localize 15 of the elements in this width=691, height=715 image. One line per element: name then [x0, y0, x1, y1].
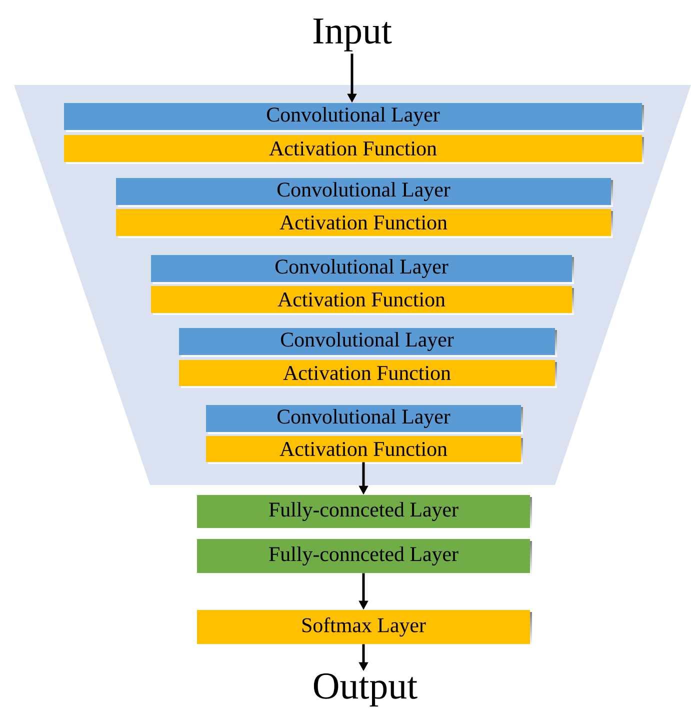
layer-bar: Fully-connceted Layer [197, 539, 532, 575]
layer-bar: Convolutional Layer [64, 103, 644, 132]
layer-bar: Convolutional Layer [179, 328, 557, 357]
layer-bar: Activation Function [206, 436, 523, 464]
layer-bar: Activation Function [151, 286, 574, 315]
io-label: Output [314, 673, 418, 707]
layer-bar: Activation Function [116, 209, 613, 238]
layer-bar: Softmax Layer [197, 610, 532, 646]
layer-bar: Convolutional Layer [206, 405, 523, 434]
layer-bar: Activation Function [179, 360, 557, 388]
layer-bar: Convolutional Layer [116, 178, 613, 207]
io-label: Input [313, 18, 392, 52]
layer-bar: Convolutional Layer [151, 255, 574, 284]
layer-bar: Fully-connceted Layer [197, 495, 532, 530]
layer-bar: Activation Function [64, 135, 644, 164]
